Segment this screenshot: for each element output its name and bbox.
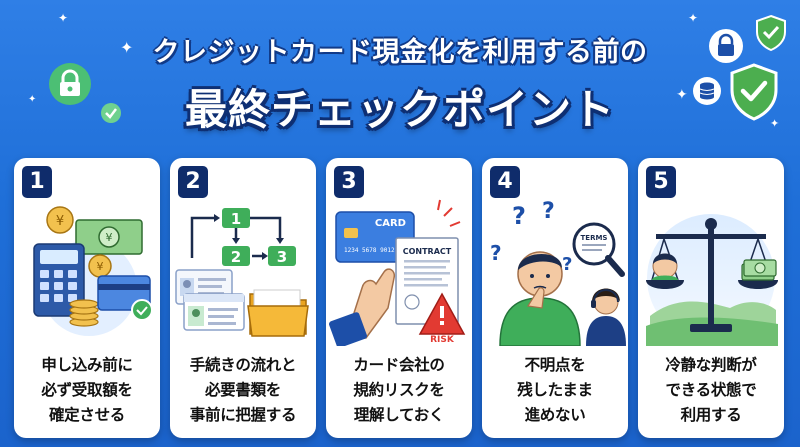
svg-text:?: ?	[490, 241, 502, 265]
header: クレジットカード現金化を利用する前の 最終チェックポイント	[0, 0, 800, 150]
calculator-coins-cash-icon: ¥ ¥ ¥	[33, 206, 153, 336]
svg-text:?: ?	[512, 202, 526, 230]
card-caption: 不明点を 残したまま 進めない	[484, 353, 626, 428]
caption-line: 不明点を	[524, 356, 586, 374]
caption-line: 利用する	[680, 406, 742, 424]
caption-line: 理解しておく	[353, 406, 445, 424]
svg-text:¥: ¥	[56, 214, 64, 229]
checkpoint-card-2: 2 1 2 3	[170, 158, 316, 438]
card-caption: 冷静な判断が できる状態で 利用する	[640, 353, 782, 428]
caption-line: 残したまま	[517, 381, 593, 399]
page-title-line2: 最終チェックポイント	[184, 85, 615, 134]
sparkle-icon: ✦	[120, 38, 134, 57]
lock-icon	[709, 29, 743, 63]
card-number-text: 1234 5678 9012 3456	[344, 247, 413, 254]
sparkle-icon: ✦	[676, 87, 688, 103]
contract-label: CONTRACT	[403, 247, 452, 256]
database-icon	[693, 77, 721, 105]
card-label: CARD	[375, 218, 406, 229]
card-number-badge: 1	[22, 166, 52, 198]
shield-check-icon	[756, 14, 786, 52]
checkpoint-card-3: 3 CARD 1234 5678 9012 3456 CONTRACT RISK	[326, 158, 472, 438]
card-caption: 申し込み前に 必ず受取額を 確定させる	[16, 353, 158, 428]
checkpoint-cards: 1 ¥ ¥ ¥	[14, 158, 786, 438]
card-number-badge: 4	[490, 166, 520, 198]
shield-check-icon	[730, 63, 778, 121]
flow-step-label: 3	[277, 248, 287, 266]
caption-line: カード会社の	[353, 356, 445, 374]
sparkle-icon: ✦	[688, 11, 699, 25]
caption-line: 手続きの流れと	[189, 356, 297, 374]
page-title-line1: クレジットカード現金化を利用する前の	[152, 37, 648, 68]
svg-text:?: ?	[542, 199, 555, 224]
checkpoint-card-1: 1 ¥ ¥ ¥	[14, 158, 160, 438]
flow-step-label: 1	[231, 210, 241, 228]
svg-text:¥: ¥	[97, 260, 104, 273]
card-caption: カード会社の 規約リスクを 理解しておく	[328, 353, 470, 428]
terms-label: TERMS	[581, 234, 608, 242]
card-number-badge: 2	[178, 166, 208, 198]
sparkle-icon: ✦	[28, 94, 37, 105]
caption-line: 事前に把握する	[189, 406, 297, 424]
caption-line: できる状態で	[665, 381, 757, 399]
check-icon	[101, 103, 121, 123]
sparkle-icon: ✦	[770, 117, 780, 130]
flowchart-documents-icon: 1 2 3	[175, 208, 309, 337]
balance-scale-icon	[646, 214, 778, 346]
sparkle-icon: ✦	[58, 11, 69, 25]
caption-line: 申し込み前に	[41, 356, 133, 374]
caption-line: 必ず受取額を	[41, 381, 133, 399]
card-contract-risk-icon: CARD 1234 5678 9012 3456 CONTRACT RISK	[329, 199, 466, 346]
svg-text:¥: ¥	[106, 231, 113, 244]
risk-label: RISK	[430, 335, 455, 345]
caption-line: 進めない	[524, 406, 586, 424]
card-number-badge: 5	[646, 166, 676, 198]
card-number-badge: 3	[334, 166, 364, 198]
checkpoint-card-4: 4 ? ? ? ? TERMS 不明点を	[482, 158, 628, 438]
checkpoint-card-5: 5	[638, 158, 784, 438]
flow-step-label: 2	[231, 248, 241, 266]
card-caption: 手続きの流れと 必要書類を 事前に把握する	[172, 353, 314, 428]
caption-line: 必要書類を	[204, 381, 281, 399]
caption-line: 規約リスクを	[353, 381, 445, 399]
svg-text:?: ?	[562, 254, 572, 275]
caption-line: 冷静な判断が	[665, 356, 757, 374]
questions-person-icon: ? ? ? ? TERMS	[490, 199, 626, 346]
lock-icon	[49, 63, 91, 105]
caption-line: 確定させる	[48, 406, 125, 424]
